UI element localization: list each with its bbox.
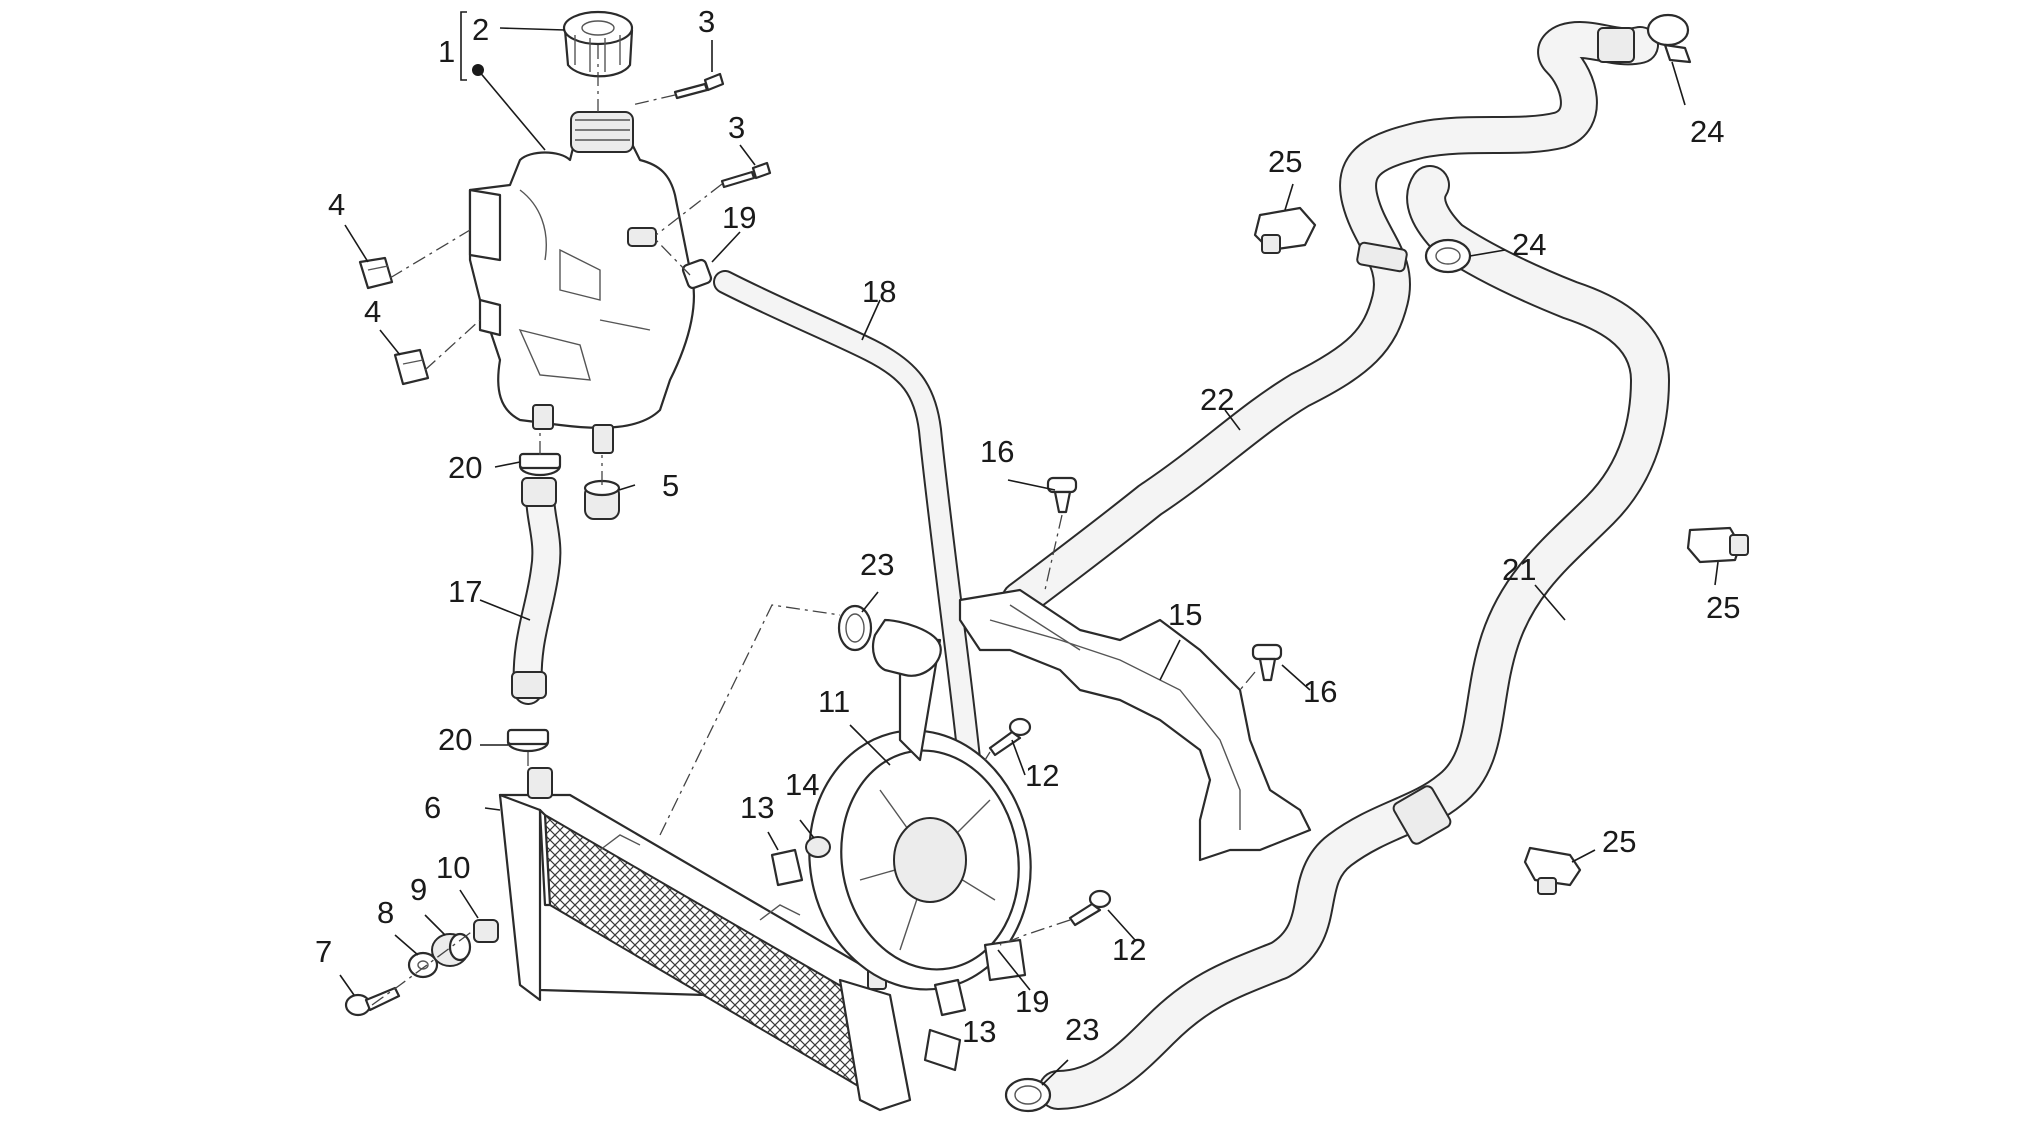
callout-23a: 23 — [860, 547, 894, 582]
rivet-16a — [1046, 476, 1078, 514]
spacer-10 — [473, 919, 499, 943]
clamp-25b — [1686, 526, 1749, 564]
callout-16b: 16 — [1303, 674, 1337, 709]
callout-13b: 13 — [962, 1014, 996, 1049]
callout-11: 11 — [818, 684, 850, 719]
callout-4a: 4 — [328, 187, 345, 222]
callout-15: 15 — [1168, 597, 1202, 632]
callout-19a: 19 — [722, 200, 756, 235]
callout-7: 7 — [315, 934, 332, 969]
expansion-tank — [468, 111, 696, 454]
callout-4b: 4 — [364, 294, 381, 329]
callout-20b: 20 — [438, 722, 472, 757]
callout-17: 17 — [448, 574, 482, 609]
clip-13b — [933, 978, 967, 1017]
clamp-25a — [1253, 206, 1317, 254]
callout-24a: 24 — [1690, 114, 1724, 149]
callout-9: 9 — [410, 872, 427, 907]
hose-17 — [511, 477, 562, 705]
clamp-20b — [506, 728, 550, 753]
callout-25c: 25 — [1602, 824, 1636, 859]
hose-21 — [1038, 165, 1670, 1110]
callout-24b: 24 — [1512, 227, 1546, 262]
hose-22 — [1001, 21, 1659, 619]
fan-outlet-pipe — [871, 618, 942, 677]
clip-4b — [393, 348, 430, 386]
clamp-24b — [1424, 238, 1472, 274]
screw-3b — [720, 161, 772, 189]
callout-1: 1 — [438, 34, 455, 69]
callout-25a: 25 — [1268, 144, 1302, 179]
clamp-19a — [681, 258, 713, 290]
screw-12a — [988, 717, 1032, 757]
callout-13a: 13 — [740, 790, 774, 825]
callout-14: 14 — [785, 767, 819, 802]
clamp-25c — [1523, 846, 1582, 895]
nut-14 — [805, 836, 831, 858]
callout-18: 18 — [862, 274, 896, 309]
callout-6: 6 — [424, 790, 441, 825]
callout-19b: 19 — [1015, 984, 1049, 1019]
screw-3a — [673, 72, 725, 100]
leader-lines — [339, 11, 1719, 1086]
bolt-7 — [344, 986, 401, 1017]
callout-16a: 16 — [980, 434, 1014, 469]
callout-21: 21 — [1502, 552, 1536, 587]
radiator — [498, 767, 962, 1112]
callout-3b: 3 — [728, 110, 745, 145]
callout-2: 2 — [472, 12, 489, 47]
assembly-lines — [371, 45, 1256, 1006]
grommet-9 — [431, 932, 472, 967]
callout-12b: 12 — [1112, 932, 1146, 967]
callout-8: 8 — [377, 895, 394, 930]
grommet-5 — [583, 479, 621, 520]
clamp-20a — [518, 452, 562, 477]
rivet-16b — [1251, 643, 1283, 682]
washer-8 — [407, 951, 439, 979]
clamp-23b — [1004, 1077, 1052, 1113]
clip-13a — [770, 848, 804, 887]
callout-23b: 23 — [1065, 1012, 1099, 1047]
callout-12a: 12 — [1025, 758, 1059, 793]
callout-5: 5 — [662, 468, 679, 503]
clip-4a — [358, 256, 394, 290]
callout-20a: 20 — [448, 450, 482, 485]
callout-25b: 25 — [1706, 590, 1740, 625]
callout-labels: 1 2 3 3 4 4 5 6 7 8 9 10 11 12 12 13 13 … — [315, 4, 1740, 1049]
callout-10: 10 — [436, 850, 470, 885]
hose-18 — [713, 270, 992, 912]
fan-assembly — [808, 729, 1032, 991]
clamp-23a — [837, 604, 873, 652]
screw-12b — [1068, 889, 1112, 927]
clamp-24a — [1646, 13, 1692, 64]
callout-22: 22 — [1200, 382, 1234, 417]
callout-3a: 3 — [698, 4, 715, 39]
